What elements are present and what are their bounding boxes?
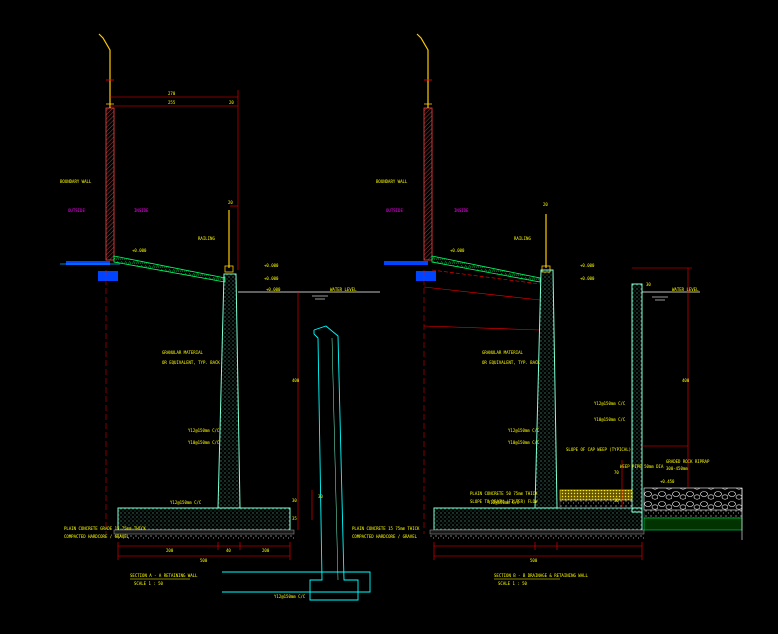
boundary-wall-label-b: BOUNDARY WALL xyxy=(376,179,408,184)
section-b-scale: SCALE 1 : 50 xyxy=(498,581,527,586)
dim-height-b: 400 xyxy=(682,378,690,383)
drain-note-b: WEEP PIPE 50mm DIA xyxy=(620,464,664,469)
level-ground-b: +0.000 xyxy=(450,248,465,253)
section-a-scale: SCALE 1 : 50 xyxy=(134,581,163,586)
railing-post-a xyxy=(224,210,234,273)
footing-b xyxy=(433,507,643,531)
water-level-label-b: WATER LEVEL xyxy=(672,287,699,292)
dim-right-b: 30 xyxy=(646,282,651,287)
reference-lines-b xyxy=(423,269,541,331)
section-a: 270 255 20 20 BOUNDARY WALL OUTSIDE INSI… xyxy=(60,33,380,601)
rebar-label-a-1: Y12@150mm C/C xyxy=(188,428,220,433)
dim-detail-a: 30 xyxy=(318,494,323,499)
backfill-label-b-1: GRANULAR MATERIAL xyxy=(482,350,524,355)
boundary-wall-a xyxy=(98,33,115,261)
railing-label-b: RAILING xyxy=(514,236,531,241)
level-drain-b: +0.450 xyxy=(660,479,675,484)
dim-wall-b: 20 xyxy=(543,202,548,207)
base-dimensions-a: 200 40 200 500 xyxy=(117,542,291,563)
filter-label-b-2: SLOPE TO DRAIN (FILTER) FLOW xyxy=(470,499,538,504)
top-dimensions-a: 270 255 20 20 xyxy=(110,90,239,270)
dim-v2-a: 35 xyxy=(292,516,297,521)
hardcore-layer-b xyxy=(430,534,644,540)
retaining-wall-stem-a xyxy=(217,273,241,509)
footing-detail-a xyxy=(222,325,371,601)
height-dimension-b: 400 30 70 30 20 xyxy=(543,202,692,508)
dim-wall-a: 20 xyxy=(228,200,233,205)
level-mid-b: +0.000 xyxy=(580,276,595,281)
section-a-title: SECTION A - A RETAINING WALL xyxy=(130,573,198,578)
hardcore-layer-a xyxy=(114,534,294,540)
section-b-title: SECTION B - B DRAINAGE & RETAINING WALL xyxy=(494,573,589,578)
water-level-b: WATER LEVEL xyxy=(642,287,700,301)
ground-marker-a xyxy=(60,261,120,281)
height-dimension-a: 400 30 35 xyxy=(292,292,300,530)
railing-post-b xyxy=(541,214,551,273)
water-level-label-a: WATER LEVEL xyxy=(330,287,357,292)
dim-b1-a: 200 xyxy=(166,548,174,553)
base-dimensions-b: 500 xyxy=(433,542,643,563)
inside-label-a: INSIDE xyxy=(134,208,149,213)
base-label-a-2: COMPACTED HARDCORE / GRAVEL xyxy=(64,534,130,539)
ground-slope-b xyxy=(431,255,541,283)
ground-slope-a xyxy=(113,255,226,283)
level-top-b: +0.000 xyxy=(580,263,595,268)
rebar-label-a-3: Y12@150mm C/C xyxy=(170,500,202,505)
rebar-label-b-3: Y12@150mm C/C xyxy=(594,401,626,406)
base-label-a-1: PLAIN CONCRETE GRADE 15 75mm THICK xyxy=(64,526,146,531)
retaining-wall-stem-b xyxy=(534,269,558,509)
rebar-label-a-2: Y10@150mm C/C xyxy=(188,440,220,445)
dim-b3-a: 200 xyxy=(262,548,270,553)
riprap-b xyxy=(643,487,743,511)
riprap-label-b-2: 300-450mm xyxy=(666,466,688,471)
dim-drain-b: 70 xyxy=(614,470,619,475)
rebar-label-b-2: Y10@150mm C/C xyxy=(508,440,540,445)
base-label-b-1: PLAIN CONCRETE 15 75mm THICK xyxy=(352,526,420,531)
level-mid-a: +0.000 xyxy=(264,276,279,281)
backfill-label-a-1: GRANULAR MATERIAL xyxy=(162,350,204,355)
dim-top-3: 20 xyxy=(229,100,234,105)
railing-label-a: RAILING xyxy=(198,236,215,241)
rebar-label-b-4: Y10@150mm C/C xyxy=(594,417,626,422)
level-water-a: +0.000 xyxy=(266,287,281,292)
outside-label-b: OUTSIDE xyxy=(386,208,403,213)
rebar-label-b-1: Y12@150mm C/C xyxy=(508,428,540,433)
dim-height-a: 400 xyxy=(292,378,300,383)
channel-wall-b xyxy=(631,283,643,513)
backfill-label-a-2: OR EQUIVALENT, TYP. BACK xyxy=(162,360,220,365)
dim-top-2: 255 xyxy=(168,100,176,105)
level-top-a: +0.000 xyxy=(264,263,279,268)
inside-label-b: INSIDE xyxy=(454,208,469,213)
filter-layer-b xyxy=(559,489,633,501)
water-level-a: WATER LEVEL +0.000 xyxy=(238,287,380,300)
dim-v-b: 30 xyxy=(614,498,619,503)
ground-marker-b xyxy=(384,261,436,281)
dim-top-1: 270 xyxy=(168,91,176,96)
outside-label-a: OUTSIDE xyxy=(68,208,85,213)
backfill-label-b-2: OR EQUIVALENT, TYP. BACK xyxy=(482,360,540,365)
section-b: BOUNDARY WALL OUTSIDE INSIDE RAILING +0.… xyxy=(352,33,743,586)
level-ground-a: +0.000 xyxy=(132,248,147,253)
seal-label-b: SLOPE OF CAP WEEP (TYPICAL) xyxy=(566,447,631,452)
base-label-b-2: COMPACTED HARDCORE / GRAVEL xyxy=(352,534,418,539)
dim-v1-a: 30 xyxy=(292,498,297,503)
boundary-wall-b xyxy=(416,33,433,261)
boundary-wall-label-a: BOUNDARY WALL xyxy=(60,179,92,184)
filter-label-b-1: PLAIN CONCRETE 50 75mm THICK xyxy=(470,491,538,496)
footing-note-a: Y12@150mm C/C xyxy=(274,594,306,599)
dim-base-b: 500 xyxy=(530,558,538,563)
dim-base-a: 500 xyxy=(200,558,208,563)
dim-b2-a: 40 xyxy=(226,548,231,553)
rebar-base-b: Y12@150mm C/C xyxy=(488,500,520,505)
